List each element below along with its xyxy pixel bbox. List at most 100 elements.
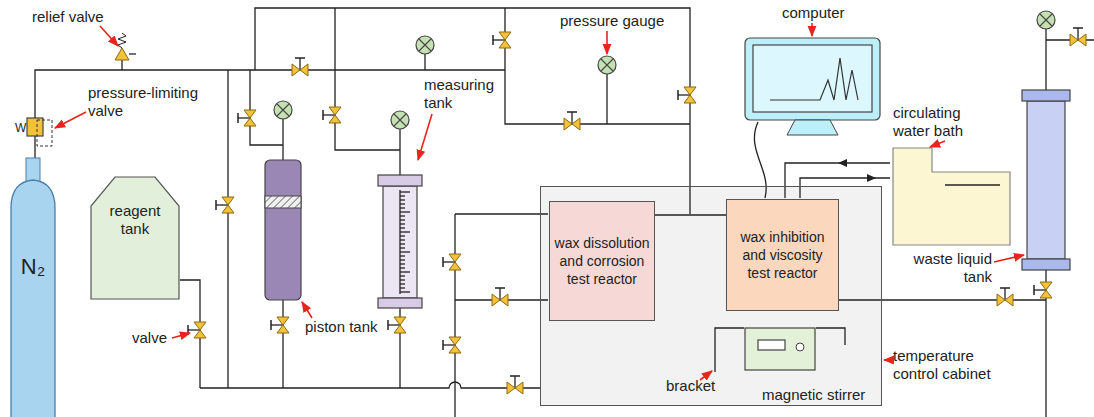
valve-symbol bbox=[492, 288, 508, 306]
valve-body bbox=[1040, 282, 1052, 298]
computer-stand bbox=[787, 120, 838, 135]
computer-monitor bbox=[745, 38, 880, 120]
node-text: wax dissolution and corrosion test react… bbox=[554, 234, 650, 288]
reagent-tank-outline bbox=[90, 176, 180, 300]
gauge-cross bbox=[1040, 14, 1052, 26]
pipe bbox=[800, 178, 890, 198]
scale-tick bbox=[400, 259, 405, 260]
valve-handle bbox=[567, 111, 577, 113]
valve-stem bbox=[514, 376, 515, 388]
valve-stem bbox=[443, 261, 455, 262]
valve-symbol bbox=[507, 376, 523, 394]
pipe bbox=[34, 136, 35, 158]
relief-valve-outlet bbox=[129, 53, 136, 54]
valve-stem bbox=[238, 117, 250, 118]
leader-arrow bbox=[55, 112, 86, 128]
measuring-tank-cap bbox=[378, 175, 422, 186]
scale-tick bbox=[400, 275, 405, 276]
valve-handle bbox=[1033, 285, 1035, 295]
cabinet-label: temperature control cabinet bbox=[893, 347, 1013, 383]
piston bbox=[265, 196, 301, 208]
valve-handle bbox=[442, 340, 444, 350]
scale-tick bbox=[400, 207, 405, 208]
scale-tick bbox=[400, 267, 405, 268]
temperature-control-cabinet: wax dissolution and corrosion test react… bbox=[540, 186, 882, 406]
valve-symbol bbox=[323, 107, 341, 123]
valve-symbol bbox=[564, 112, 580, 130]
pipe bbox=[227, 70, 228, 388]
valve-stem bbox=[1004, 288, 1005, 300]
valve-symbol bbox=[443, 254, 461, 270]
valve-body bbox=[449, 254, 461, 270]
callout-label: computer bbox=[782, 4, 845, 22]
scale-tick bbox=[400, 199, 405, 200]
valve-body bbox=[277, 317, 289, 333]
valve-stem bbox=[323, 114, 335, 115]
leader-arrow bbox=[100, 26, 118, 46]
pressure-gauge-symbol bbox=[1037, 11, 1055, 29]
valve-symbol bbox=[997, 288, 1013, 306]
valve-handle bbox=[1000, 287, 1010, 289]
valve-stem bbox=[499, 288, 500, 300]
pipe bbox=[282, 119, 283, 160]
valve-body bbox=[564, 118, 580, 130]
gauge-dial bbox=[391, 111, 409, 129]
callout-label: relief valve bbox=[32, 8, 104, 26]
valve-handle bbox=[495, 287, 505, 289]
valve-stem bbox=[299, 58, 300, 70]
valve-symbol bbox=[443, 337, 461, 353]
leader-arrow bbox=[930, 141, 945, 147]
pipe bbox=[455, 213, 548, 214]
bracket-line bbox=[715, 328, 744, 372]
pipe bbox=[121, 60, 122, 70]
valve-stem bbox=[188, 329, 200, 330]
scale-tick bbox=[400, 271, 410, 272]
scale-tick bbox=[400, 291, 410, 292]
valve-stem bbox=[571, 112, 572, 124]
scale-tick bbox=[400, 263, 405, 264]
pipe bbox=[282, 300, 283, 388]
pipe bbox=[1045, 29, 1046, 90]
cylinder-neck bbox=[26, 158, 40, 182]
pipe bbox=[454, 214, 455, 417]
pipe bbox=[505, 8, 690, 124]
callout-label: waste liquid tank bbox=[912, 250, 992, 286]
waste-tank-cap bbox=[1022, 90, 1070, 101]
valve-body bbox=[194, 322, 206, 338]
scale-tick bbox=[400, 227, 405, 228]
pipe bbox=[606, 74, 607, 124]
callout-label: W bbox=[15, 119, 26, 137]
valve-handle bbox=[387, 320, 389, 330]
valve-symbol bbox=[216, 197, 234, 213]
gauge-dial bbox=[1037, 11, 1055, 29]
gauge-cross bbox=[601, 59, 613, 71]
waste-tank-cap bbox=[1022, 259, 1070, 270]
pipe bbox=[255, 8, 690, 214]
flow-arrowhead bbox=[838, 159, 847, 167]
valve-handle bbox=[270, 320, 272, 330]
pressure-gauge-symbol bbox=[598, 56, 616, 74]
pipe bbox=[399, 129, 400, 175]
scale-tick bbox=[400, 255, 405, 256]
leader-arrow bbox=[606, 31, 608, 54]
valve-stem bbox=[678, 94, 690, 95]
valve-stem bbox=[216, 204, 228, 205]
valve-handle bbox=[510, 375, 520, 377]
waste-tank-body bbox=[1027, 101, 1065, 259]
valve-stem bbox=[493, 39, 505, 40]
pressure-gauge-symbol bbox=[391, 111, 409, 129]
scale-tick bbox=[400, 279, 405, 280]
scale-tick bbox=[400, 243, 405, 244]
reactor-box: wax dissolution and corrosion test react… bbox=[549, 201, 655, 321]
pipe bbox=[424, 54, 425, 70]
callout-label: magnetic stirrer bbox=[762, 386, 865, 404]
valve-body bbox=[244, 110, 256, 126]
reagent-tank-body bbox=[91, 177, 179, 299]
valve-body bbox=[684, 87, 696, 103]
pressure-gauge-symbol bbox=[416, 36, 434, 54]
gauge-cross bbox=[419, 39, 431, 51]
reagent-tank: reagent tank bbox=[90, 176, 180, 300]
gauge-dial bbox=[274, 101, 292, 119]
scale-tick bbox=[400, 239, 405, 240]
